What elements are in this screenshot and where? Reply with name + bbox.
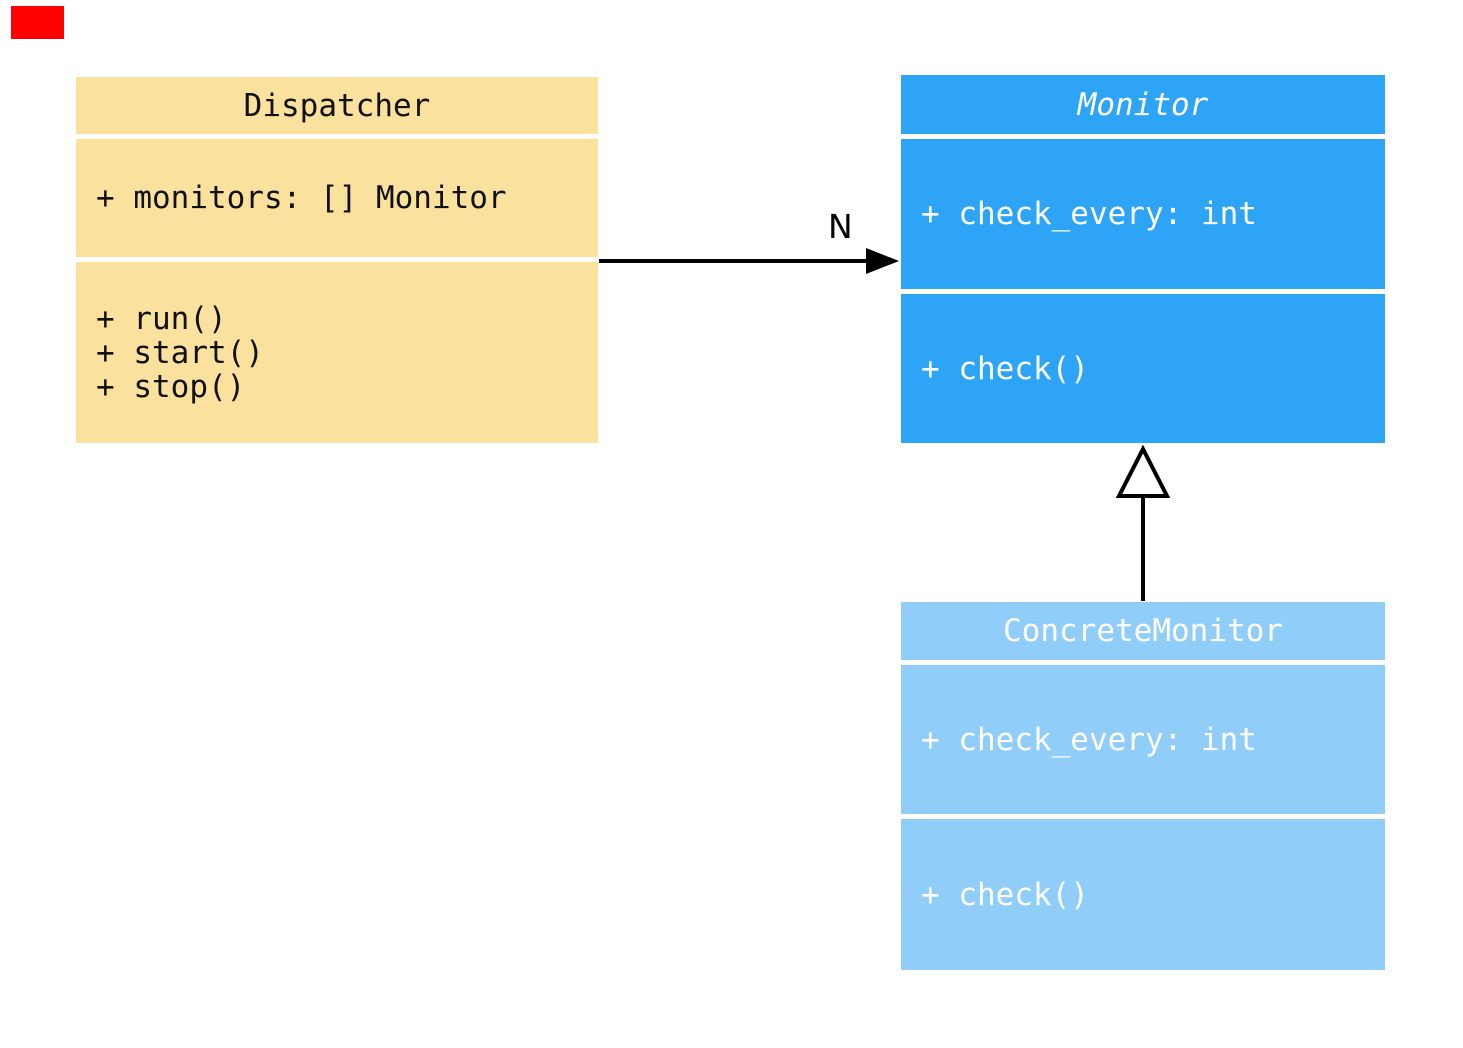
class-attributes: + check_every: int — [901, 665, 1385, 814]
association-arrowhead-icon — [866, 248, 899, 274]
class-methods: + run() + start() + stop() — [76, 262, 598, 443]
class-node-concrete-monitor: ConcreteMonitor + check_every: int + che… — [901, 602, 1385, 970]
red-marker — [11, 6, 64, 39]
class-attributes: + monitors: [] Monitor — [76, 139, 598, 257]
method-row: + run() — [96, 300, 227, 337]
method-row: + stop() — [96, 368, 246, 405]
attribute-row: + check_every: int — [921, 721, 1257, 758]
class-title: Dispatcher — [76, 77, 598, 134]
method-row: + check() — [921, 876, 1089, 913]
class-methods: + check() — [901, 819, 1385, 970]
class-node-dispatcher: Dispatcher + monitors: [] Monitor + run(… — [76, 77, 598, 443]
inheritance-triangle-icon — [1115, 444, 1171, 498]
class-title: ConcreteMonitor — [901, 602, 1385, 660]
method-row: + check() — [921, 350, 1089, 387]
method-row: + start() — [96, 334, 264, 371]
class-attributes: + check_every: int — [901, 139, 1385, 289]
class-title-abstract: Monitor — [901, 75, 1385, 134]
class-node-monitor: Monitor + check_every: int + check() — [901, 75, 1385, 443]
attribute-row: + check_every: int — [921, 196, 1257, 232]
class-methods: + check() — [901, 294, 1385, 443]
attribute-row: + monitors: [] Monitor — [96, 180, 507, 216]
association-multiplicity-label: N — [828, 207, 853, 246]
